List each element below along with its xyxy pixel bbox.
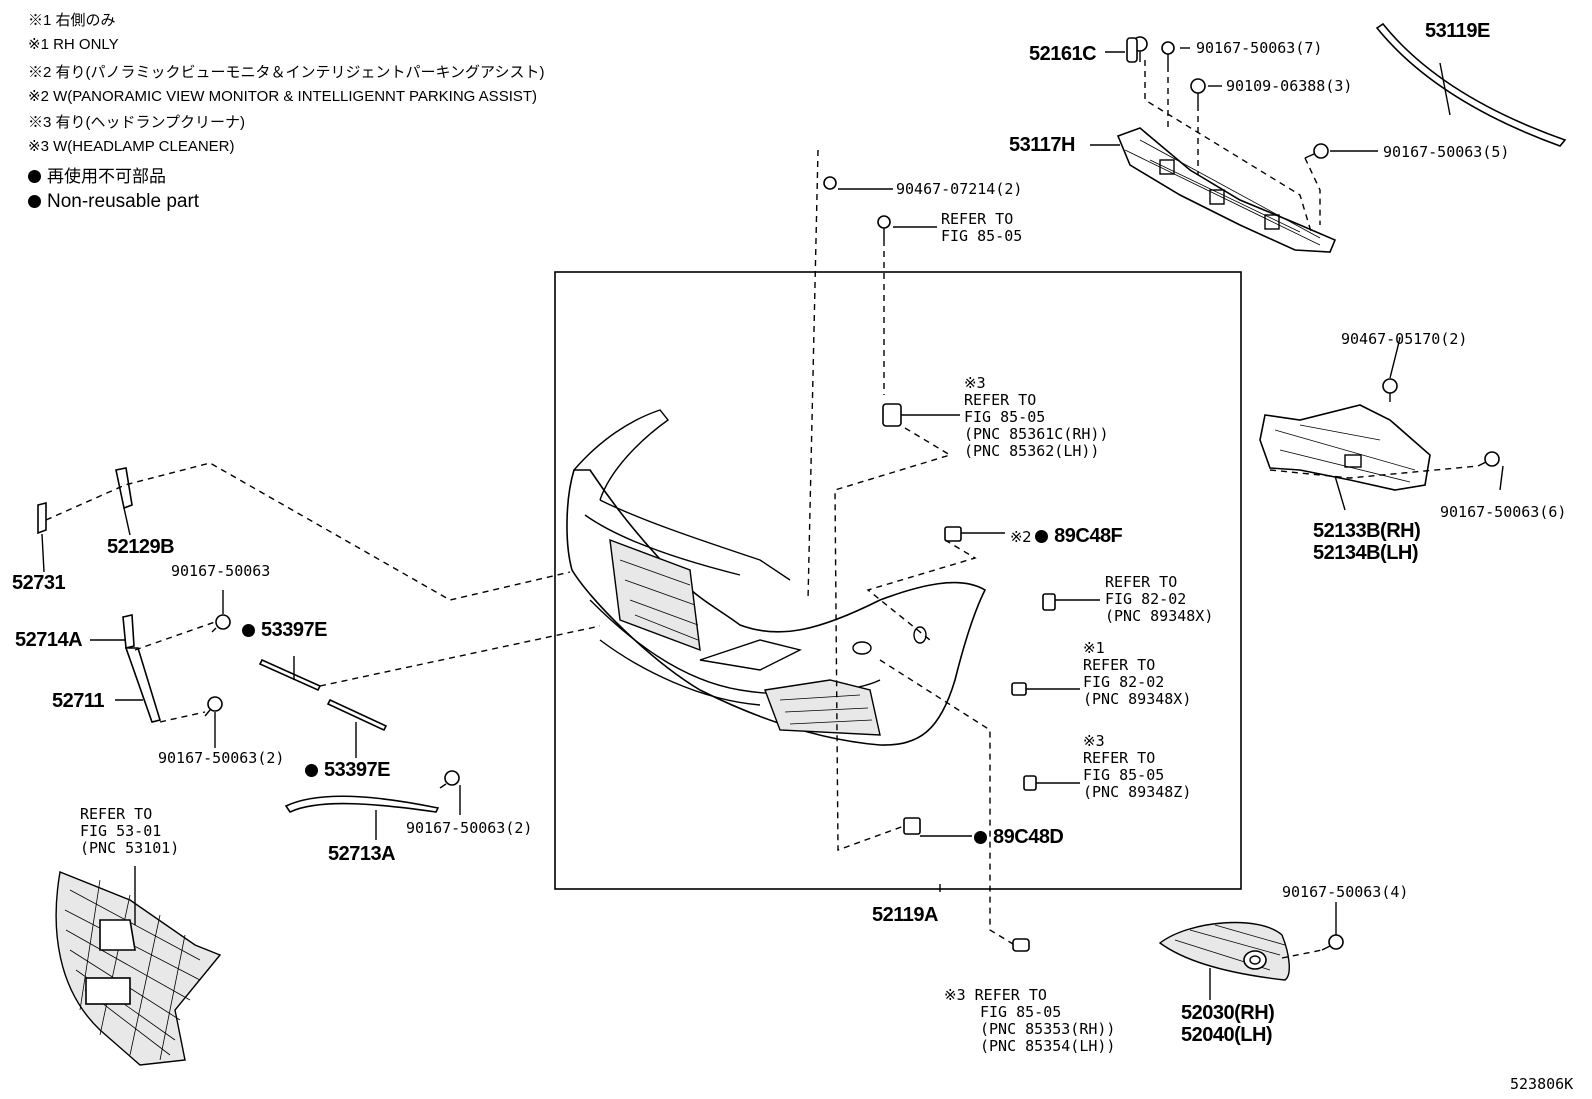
legend-non-reusable-jp-text: 再使用不可部品 (47, 167, 166, 186)
part-52731[interactable]: 52731 (12, 572, 66, 594)
document-code: 523806K (1510, 1075, 1574, 1093)
part-52040-LH[interactable]: 52040(LH) (1181, 1024, 1273, 1046)
front-bumper-cover (566, 409, 987, 746)
bumper-bracket-53117H (1116, 127, 1337, 253)
small-parts (37, 36, 1500, 952)
part-53397E-b[interactable]: 53397E (305, 759, 390, 781)
part-90167-50063-2a[interactable]: 90167-50063(2) (158, 749, 285, 767)
part-90167-50063-7[interactable]: 90167-50063(7) (1196, 39, 1323, 57)
non-reusable-dot-icon (305, 764, 318, 777)
part-90167-50063-2b[interactable]: 90167-50063(2) (406, 819, 533, 837)
refer-line: FIG 85-05 (964, 408, 1046, 426)
refer-line: REFER TO (1083, 656, 1156, 674)
part-90467-05170-2[interactable]: 90467-05170(2) (1341, 330, 1468, 348)
refer-line: ※1 (1083, 639, 1105, 657)
note-2-en: ※2 W(PANORAMIC VIEW MONITOR & INTELLIGEN… (28, 88, 538, 105)
refer-fig-82-02-a[interactable]: REFER TO FIG 82-02 (PNC 89348X) (1105, 574, 1213, 625)
refer-line: (PNC 89348X) (1105, 607, 1214, 625)
refer-fig-85-05-a[interactable]: REFER TO FIG 85-05 (941, 211, 1022, 245)
refer-line: FIG 82-02 (1105, 590, 1187, 608)
note-3-en: ※3 W(HEADLAMP CLEANER) (28, 138, 235, 155)
non-reusable-dot-icon (28, 170, 41, 183)
part-89C48F-label: 89C48F (1054, 525, 1123, 547)
part-52129B[interactable]: 52129B (107, 536, 175, 558)
refer-line: (PNC 85353(RH)) (980, 1020, 1116, 1038)
part-89C48D-label: 89C48D (993, 826, 1064, 848)
non-reusable-dot-icon (974, 831, 987, 844)
radiator-grille (55, 871, 222, 1066)
refer-fig-53-01[interactable]: REFER TO FIG 53-01 (PNC 53101) (80, 806, 179, 857)
part-90167-50063-4[interactable]: 90167-50063(4) (1282, 883, 1409, 901)
refer-line: (PNC 89348Z) (1083, 783, 1192, 801)
part-52119A[interactable]: 52119A (872, 904, 938, 926)
refer-x1-82-02[interactable]: ※1 REFER TO FIG 82-02 (PNC 89348X) (1083, 640, 1191, 708)
refer-line: FIG 85-05 (980, 1003, 1062, 1021)
refer-line: FIG 53-01 (80, 822, 162, 840)
refer-line: ※3 (964, 374, 986, 392)
refer-line: FIG 85-05 (941, 227, 1023, 245)
refer-line: FIG 85-05 (1083, 766, 1165, 784)
non-reusable-dot-icon (242, 624, 255, 637)
part-52161C[interactable]: 52161C (1029, 43, 1097, 65)
part-90167-50063-5[interactable]: 90167-50063(5) (1383, 143, 1510, 161)
refer-line: REFER TO (80, 805, 153, 823)
legend-non-reusable-en: Non-reusable part (28, 191, 200, 212)
note-marker-2: ※2 (1010, 528, 1032, 546)
refer-x3-85353[interactable]: ※3 REFER TO FIG 85-05 (PNC 85353(RH)) (P… (944, 987, 1115, 1055)
refer-line: (PNC 85362(LH)) (964, 442, 1100, 460)
note-1-jp: ※1 右側のみ (28, 12, 116, 29)
part-52030-RH[interactable]: 52030(RH) (1181, 1002, 1275, 1024)
side-bracket-52133B (1259, 404, 1431, 491)
part-53117H[interactable]: 53117H (1009, 134, 1075, 156)
refer-line: ※3 (1083, 732, 1105, 750)
refer-line: (PNC 85361C(RH)) (964, 425, 1109, 443)
part-53119E[interactable]: 53119E (1425, 20, 1490, 42)
fog-lamp-cover (1158, 921, 1290, 981)
part-90167-50063[interactable]: 90167-50063 (171, 562, 271, 580)
legend-non-reusable-en-text: Non-reusable part (47, 191, 200, 212)
note-3-jp: ※3 有り(ヘッドランプクリーナ) (28, 114, 246, 131)
note-2-jp: ※2 有り(パノラミックビューモニタ＆インテリジェントパーキングアシスト) (28, 64, 545, 81)
refer-line: REFER TO (964, 391, 1037, 409)
refer-line: FIG 82-02 (1083, 673, 1165, 691)
refer-line: REFER TO (1083, 749, 1156, 767)
leader-lines (41, 47, 1504, 1000)
refer-line: ※3 REFER TO (944, 986, 1047, 1004)
refer-x3-89348Z[interactable]: ※3 REFER TO FIG 85-05 (PNC 89348Z) (1083, 733, 1191, 801)
part-52134B-LH[interactable]: 52134B(LH) (1313, 542, 1419, 564)
refer-line: (PNC 89348X) (1083, 690, 1192, 708)
part-89C48D[interactable]: 89C48D (974, 826, 1064, 848)
refer-line: (PNC 85354(LH)) (980, 1037, 1116, 1055)
part-53397E-a[interactable]: 53397E (242, 619, 327, 641)
part-52714A[interactable]: 52714A (15, 629, 83, 651)
part-53397E-a-label: 53397E (261, 619, 327, 641)
bumper-frame-box (554, 271, 1242, 890)
part-90467-07214-2[interactable]: 90467-07214(2) (896, 180, 1023, 198)
refer-x3-85361[interactable]: ※3 REFER TO FIG 85-05 (PNC 85361C(RH)) (… (964, 375, 1109, 460)
refer-line: REFER TO (941, 210, 1014, 228)
retainer-strip-53119E (1375, 22, 1567, 147)
non-reusable-dot-icon (28, 195, 41, 208)
dashed-assembly-lines (45, 60, 1479, 959)
refer-line: REFER TO (1105, 573, 1178, 591)
part-52133B-RH[interactable]: 52133B(RH) (1313, 520, 1421, 542)
legend-non-reusable-jp: 再使用不可部品 (28, 168, 166, 185)
part-52711[interactable]: 52711 (52, 690, 105, 712)
part-90109-06388-3[interactable]: 90109-06388(3) (1226, 77, 1353, 95)
part-90167-50063-6[interactable]: 90167-50063(6) (1440, 503, 1567, 521)
part-53397E-b-label: 53397E (324, 759, 390, 781)
note-1-en: ※1 RH ONLY (28, 36, 119, 53)
bolt-group (204, 36, 1500, 951)
non-reusable-dot-icon (1035, 530, 1049, 543)
part-52713A[interactable]: 52713A (328, 843, 396, 865)
part-89C48F[interactable]: ※2 89C48F (1010, 525, 1123, 548)
refer-line: (PNC 53101) (80, 839, 180, 857)
